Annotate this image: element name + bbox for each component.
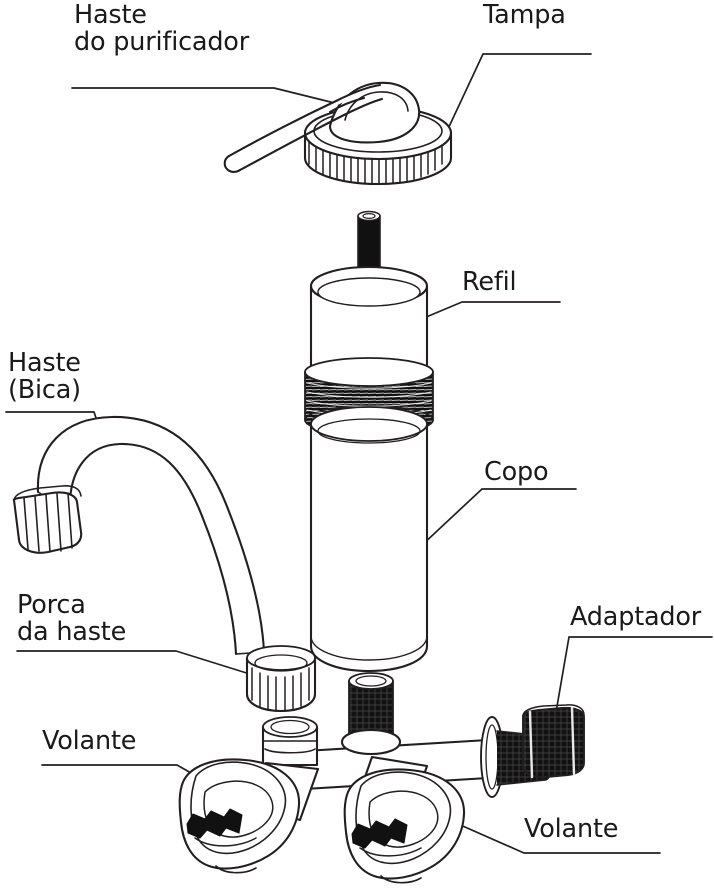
volante-left: [178, 758, 301, 874]
label-copo: Copo: [484, 457, 549, 487]
spout-part: [12, 415, 317, 713]
volante-right: [343, 768, 466, 884]
copo-part: [309, 406, 429, 673]
adaptador-part: [522, 704, 585, 779]
label-adaptador: Adaptador: [570, 602, 702, 632]
label-tampa: Tampa: [483, 0, 566, 30]
label-haste-bica: Haste (Bica): [8, 348, 81, 406]
label-volante-right: Volante: [524, 814, 619, 844]
refill-part: [304, 210, 434, 435]
label-porca-da-haste: Porca da haste: [17, 590, 127, 648]
label-haste-do-purificador: Haste do purificador: [74, 0, 249, 58]
label-refil: Refil: [462, 267, 517, 297]
cap-assembly: [223, 81, 453, 186]
label-volante-left: Volante: [42, 726, 137, 756]
